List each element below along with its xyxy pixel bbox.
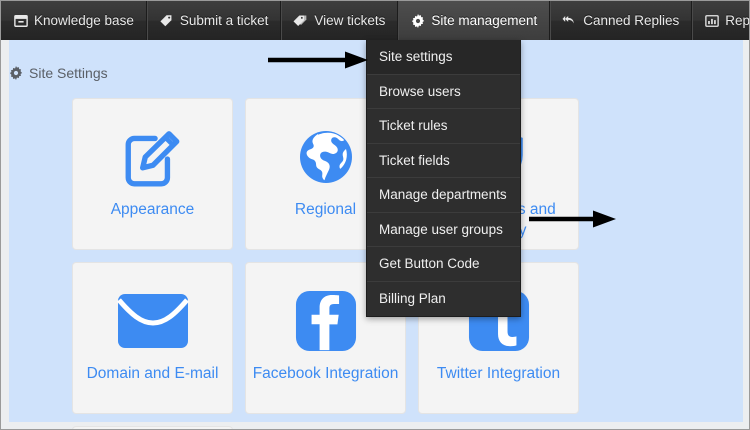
tile-appearance[interactable]: Appearance [72,98,233,250]
menu-item-label: Site settings [379,49,453,65]
menu-item-ticket-fields[interactable]: Ticket fields [367,144,520,178]
menu-item-browse-users[interactable]: Browse users [367,75,520,109]
tile-label: Twitter Integration [436,365,561,382]
facebook-icon [295,285,357,357]
menu-item-label: Ticket fields [379,152,450,168]
gear-icon [9,66,23,80]
tile-label: Domain and E-mail [86,365,219,382]
menu-item-label: Manage user groups [379,221,503,237]
envelope-icon [116,285,189,357]
nav-item-reports[interactable]: Reports [692,1,750,40]
nav-label: View tickets [314,13,386,28]
archive-box-icon [13,13,28,28]
menu-item-site-settings[interactable]: Site settings [367,40,520,75]
tile-label: Regional [294,201,357,218]
nav-item-canned-replies[interactable]: Canned Replies [550,1,693,40]
nav-item-site-management[interactable]: Site management [398,1,551,40]
reply-arrow-icon [562,13,577,28]
tile-label: Facebook Integration [252,365,399,382]
nav-label: Submit a ticket [179,13,269,28]
menu-item-ticket-rules[interactable]: Ticket rules [367,109,520,144]
menu-item-billing-plan[interactable]: Billing Plan [367,282,520,317]
nav-label: Canned Replies [583,13,680,28]
tile-domain-and-email[interactable]: Domain and E-mail [72,262,233,414]
gear-icon [410,13,425,28]
nav-item-knowledge-base[interactable]: Knowledge base [1,1,147,40]
nav-label: Site management [431,13,538,28]
globe-icon [294,121,358,193]
tile-templates[interactable]: Templates [72,426,233,429]
nav-label: Reports [725,13,750,28]
menu-item-label: Browse users [379,83,461,99]
menu-item-get-button-code[interactable]: Get Button Code [367,247,520,282]
site-management-dropdown-menu: Site settings Browse users Ticket rules … [366,40,521,317]
page-title-label: Site Settings [29,65,108,81]
nav-item-view-tickets[interactable]: View tickets [281,1,399,40]
page-title: Site Settings [9,65,108,81]
menu-item-label: Ticket rules [379,118,448,134]
pencil-square-icon [120,121,186,193]
tag-icon [159,13,174,28]
nav-label: Knowledge base [34,13,134,28]
tags-icon [293,13,308,28]
menu-item-label: Get Button Code [379,256,480,272]
menu-item-label: Manage departments [379,187,507,203]
top-navigation-bar: Knowledge base Submit a ticket View tick… [1,1,750,41]
tile-label: Appearance [110,201,195,218]
menu-item-manage-departments[interactable]: Manage departments [367,178,520,213]
menu-item-label: Billing Plan [379,291,446,307]
menu-item-manage-user-groups[interactable]: Manage user groups [367,213,520,247]
nav-item-submit-a-ticket[interactable]: Submit a ticket [147,1,282,40]
tile-facebook-integration[interactable]: Facebook Integration [245,262,406,414]
bar-chart-icon [704,13,719,28]
